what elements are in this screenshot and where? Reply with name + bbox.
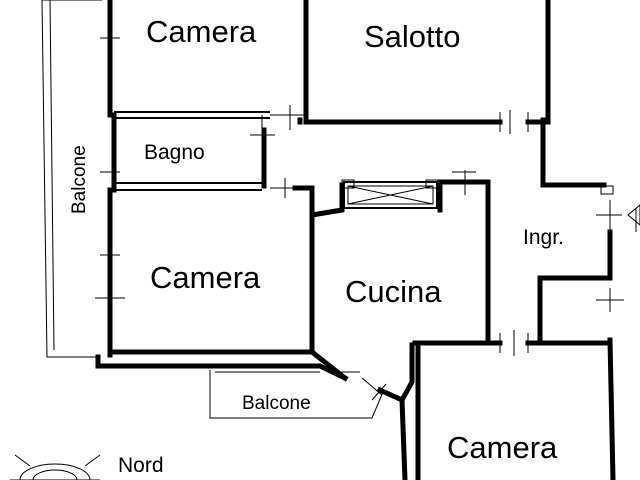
opening-marks (95, 0, 624, 401)
room-label-camera-bottom: Camera (447, 430, 558, 465)
interior-walls (111, 0, 613, 480)
room-label-camera-top: Camera (146, 14, 257, 49)
compass-label: Nord (118, 454, 164, 477)
balcony-left (41, 0, 102, 358)
room-label-camera-left: Camera (150, 260, 261, 295)
balcony-label-bottom: Balcone (242, 393, 311, 414)
room-label-cucina: Cucina (345, 274, 442, 309)
room-label-ingresso: Ingr. (523, 226, 564, 249)
room-label-bagno: Bagno (144, 141, 205, 164)
room-label-salotto: Salotto (364, 19, 461, 54)
balcony-label-left: Balcone (69, 145, 90, 214)
compass-icon (10, 454, 101, 480)
exterior-walls (95, 0, 616, 480)
kitchen-vent (341, 179, 439, 209)
balcony-bottom (209, 370, 384, 419)
entrance-arrow-icon (627, 204, 640, 232)
